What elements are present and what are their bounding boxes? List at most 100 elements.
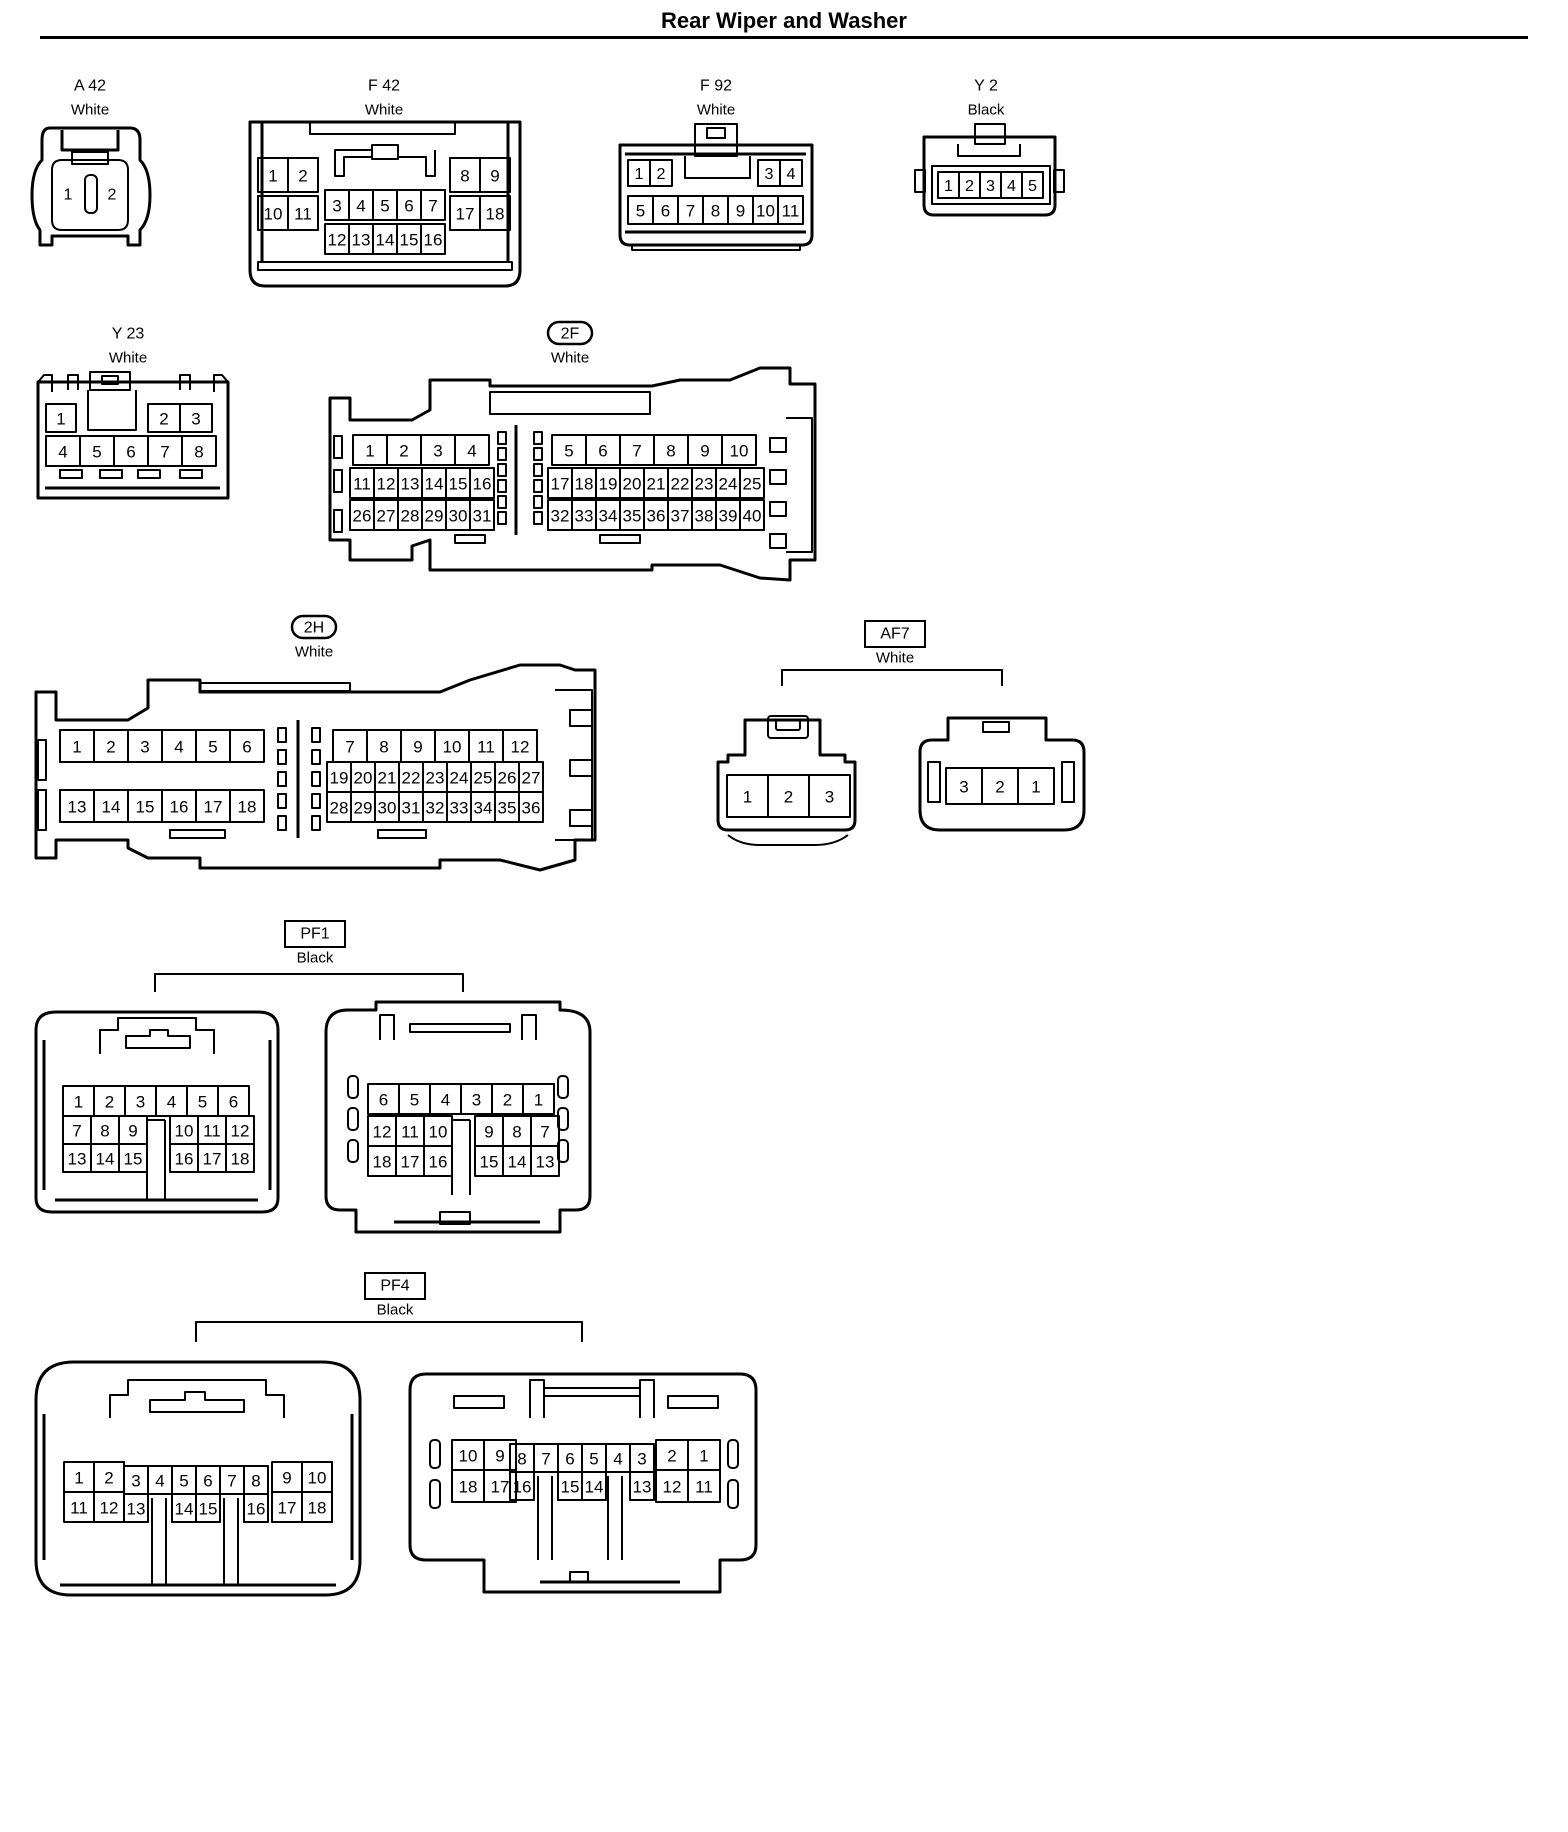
pf1-right-pin-1-cell [522,1083,555,1115]
pf1-left-pin-1: 1 [74,1093,83,1112]
f42-pin-17: 17 [456,205,475,224]
f92-pin-11: 11 [782,202,800,221]
pf4-right-pin-17: 17 [491,1478,510,1497]
y23-pin-7: 7 [160,443,169,462]
af7-right-rib [1061,761,1075,803]
y23-pin-8-cell [181,435,217,467]
pf4-right-pin-14-cell [581,1471,607,1501]
pf4-left-pin-7: 7 [227,1472,236,1491]
af7-right-pin-1: 1 [1031,778,1040,797]
c2h-pin-19: 19 [330,769,349,788]
pf1-right-pin-6: 6 [379,1091,388,1110]
a42-color-label: White [71,102,109,119]
f42-pin-10: 10 [264,205,283,224]
f92-pin-1: 1 [635,165,644,183]
c2f-pin-9: 9 [700,442,709,461]
af7-id-label: AF7 [880,626,909,643]
pf4-right-rib [727,1479,739,1509]
y2-pin-4: 4 [1007,177,1016,195]
pf4-left-pin-13: 13 [127,1500,146,1519]
y23-corner [37,374,229,392]
pf4-left-pin-16-cell [243,1493,269,1523]
pf1-left-pin-16: 16 [175,1150,194,1169]
pf4-left-pin-5: 5 [179,1472,188,1491]
pf1-right-pin-4: 4 [441,1091,450,1110]
pf1-right-pin-8: 8 [512,1123,521,1142]
af7-right-housing [918,716,1086,832]
af7-left-latch-key [775,719,801,731]
pf1-right-top-slot [409,1023,511,1033]
pf4-left-pin-13-cell [123,1493,149,1523]
y23-pin-3: 3 [191,410,200,429]
pf1-left-pin-10: 10 [175,1122,194,1141]
c2f-rib [769,533,787,549]
pf1-right-pin-1: 1 [534,1091,543,1110]
f42-pin-2: 2 [298,167,307,186]
f92-pin-4: 4 [787,165,796,183]
af7-left-base [727,834,849,846]
c2f-divider-slot [497,431,507,445]
f92-pin-4-cell [779,159,803,187]
pf4-right-pin-4: 4 [613,1450,622,1469]
f42-lip [309,122,456,135]
pf4-right-pin-11-cell [687,1469,721,1503]
y23-pin-1: 1 [56,410,65,429]
pf4-right-pin-13: 13 [633,1478,652,1497]
a42-latch [60,130,120,152]
f92-latch-frame [684,156,751,179]
c2h-pin-8: 8 [379,738,388,757]
c2h-pin-6: 6 [242,738,251,757]
pf1-left-pin-2: 2 [105,1093,114,1112]
pf4-right-pin-7: 7 [541,1450,550,1469]
y2-pin-1: 1 [944,177,953,195]
c2f-pin-20: 20 [623,475,642,494]
pf4-left-pin-8: 8 [251,1472,260,1491]
c2h-pin-28: 28 [330,799,349,818]
pf4-right-pin-8: 8 [517,1450,526,1469]
c2h-pin-4: 4 [174,738,183,757]
pf1-left-pin-9: 9 [128,1122,137,1141]
pf1-right-pin-14: 14 [508,1153,527,1172]
c2f-pin-3: 3 [433,442,442,461]
af7-left-pin-2: 2 [784,788,793,807]
c2h-divider-slot [311,771,321,787]
c2f-pin-4: 4 [467,442,476,461]
c2f-pin-31: 31 [473,507,492,526]
c2h-pin-17: 17 [204,798,223,817]
c2h-pin-2: 2 [106,738,115,757]
c2f-id-badge [546,320,594,346]
c2h-pin-26: 26 [498,769,517,788]
pf1-right-pin-15: 15 [480,1153,499,1172]
pf1-left-pin-3: 3 [136,1093,145,1112]
c2h-pin-21: 21 [378,769,397,788]
y2-ear [1053,169,1065,193]
pf4-left-pin-2: 2 [104,1469,113,1488]
y23-pin-3-cell [179,403,213,433]
c2h-pin-3: 3 [140,738,149,757]
c2h-pin-9: 9 [413,738,422,757]
pf4-right-housing [408,1372,758,1594]
y2-color-label: Black [968,102,1005,119]
f92-pin-7: 7 [686,202,695,221]
y23-pin-4: 4 [58,443,67,462]
pf1-left-pin-18: 18 [231,1150,250,1169]
c2h-divider-slot [311,815,321,831]
f92-pin-9: 9 [736,202,745,221]
pf1-right-tab [379,1014,537,1040]
f42-pin-15: 15 [400,231,419,250]
c2h-rib [569,709,593,727]
pf1-left-pin-6: 6 [229,1093,238,1112]
c2f-top-slot [489,391,651,415]
y23-slot [59,469,83,479]
f42-pin-9: 9 [490,167,499,186]
c2h-pin-34: 34 [474,799,493,818]
c2h-pin-22: 22 [402,769,421,788]
c2h-divider-slot [311,793,321,809]
f92-pin-8: 8 [711,202,720,221]
pf4-right-pin-1: 1 [699,1447,708,1466]
af7-bracket [781,669,1003,686]
pf1-right-rib [347,1139,359,1163]
f92-pin-3: 3 [765,165,774,183]
a42-pin-2: 2 [108,187,117,204]
c2f-pin-25-cell [739,467,765,499]
